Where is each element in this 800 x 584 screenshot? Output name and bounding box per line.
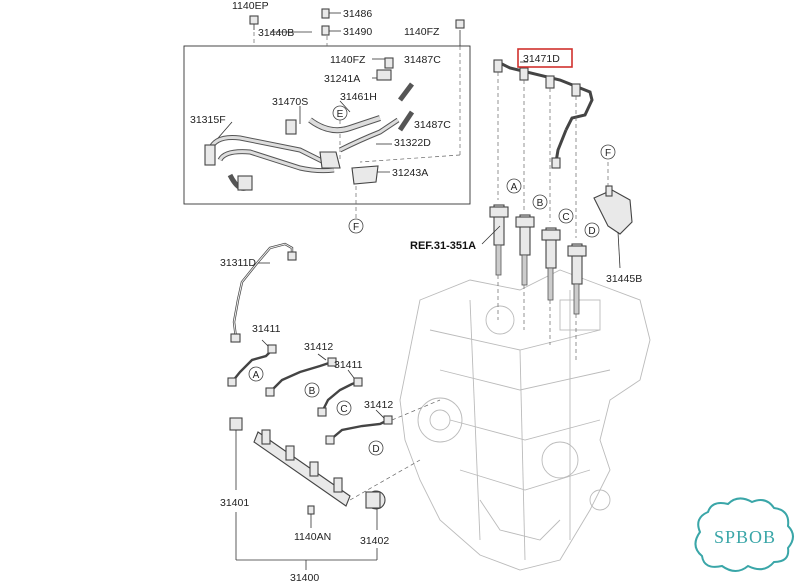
label-31490: 31490 bbox=[343, 26, 372, 38]
label-31487c-b: 31487C bbox=[414, 119, 451, 131]
circle-marker-letters: E F F A B C D A B C D bbox=[253, 109, 611, 455]
highlight-box-31471d bbox=[517, 48, 573, 68]
engine-block bbox=[399, 269, 651, 571]
label-31411-a: 31411 bbox=[252, 323, 281, 335]
injector-a bbox=[489, 204, 509, 276]
marker-d-low: D bbox=[372, 444, 379, 455]
label-31471d: 31471D bbox=[523, 53, 560, 65]
part-labels: 1140EP 31486 31440B 31490 1140FZ 1140FZ … bbox=[190, 0, 642, 584]
label-31402: 31402 bbox=[360, 535, 389, 547]
label-31445b: 31445B bbox=[606, 273, 642, 285]
label-31486: 31486 bbox=[343, 8, 372, 20]
label-31401: 31401 bbox=[220, 497, 249, 509]
label-31412-a: 31412 bbox=[304, 341, 333, 353]
label-31315f: 31315F bbox=[190, 114, 226, 126]
fuel-rail-31400 bbox=[229, 399, 441, 570]
label-1140fz-inner: 1140FZ bbox=[330, 54, 366, 66]
watermark-text: SPBOB bbox=[714, 527, 776, 547]
ref-leader bbox=[481, 225, 501, 245]
label-31241a: 31241A bbox=[324, 73, 360, 85]
label-31412-b: 31412 bbox=[364, 399, 393, 411]
label-31243a: 31243A bbox=[392, 167, 428, 179]
injector-b bbox=[515, 214, 535, 286]
label-31461h: 31461H bbox=[340, 91, 377, 103]
label-31470s: 31470S bbox=[272, 96, 308, 108]
label-31411-b: 31411 bbox=[334, 359, 363, 371]
label-31400: 31400 bbox=[290, 572, 319, 584]
marker-d-top: D bbox=[588, 226, 595, 237]
injector-d bbox=[567, 243, 587, 315]
marker-b-top: B bbox=[537, 198, 544, 209]
return-line-31471d bbox=[493, 59, 594, 238]
label-ref-31-351a: REF.31-351A bbox=[410, 240, 476, 252]
marker-a-low: A bbox=[253, 370, 260, 381]
marker-c-low: C bbox=[340, 404, 347, 415]
marker-b-low: B bbox=[309, 386, 316, 397]
marker-c-top: C bbox=[562, 212, 569, 223]
return-hose-assembly bbox=[204, 8, 465, 191]
label-31487c-a: 31487C bbox=[404, 54, 441, 66]
label-1140ep: 1140EP bbox=[232, 0, 269, 12]
circle-markers bbox=[248, 105, 616, 456]
label-31440b: 31440B bbox=[258, 27, 294, 39]
watermark-logo: SPBOB bbox=[694, 497, 794, 572]
label-31322d: 31322D bbox=[394, 137, 431, 149]
label-31311d: 31311D bbox=[220, 257, 256, 269]
high-pressure-pipe-31311d bbox=[230, 242, 297, 343]
injector-clamp-31445b bbox=[593, 162, 633, 269]
marker-e-top: E bbox=[337, 109, 344, 120]
marker-f-bottom: F bbox=[353, 222, 359, 233]
label-1140an: 1140AN bbox=[294, 531, 331, 543]
injector-c bbox=[541, 227, 561, 301]
marker-f-right: F bbox=[605, 148, 611, 159]
injectors bbox=[489, 204, 587, 360]
label-1140fz-top: 1140FZ bbox=[404, 26, 440, 38]
marker-a-top: A bbox=[511, 182, 518, 193]
